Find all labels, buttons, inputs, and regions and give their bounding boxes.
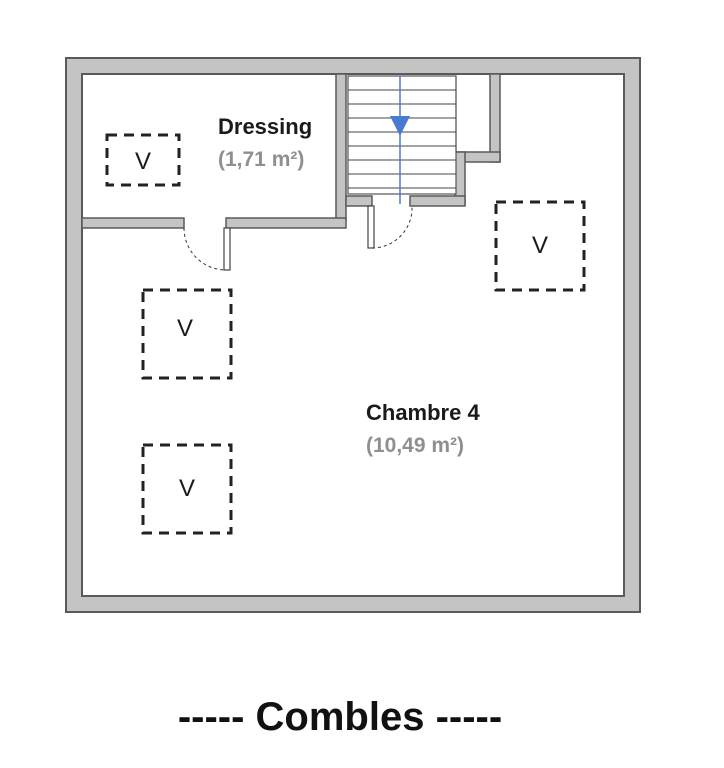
velux-label: V — [532, 232, 548, 259]
outer-wall — [65, 57, 641, 613]
room-name-dressing: Dressing — [218, 114, 312, 139]
velux-window-1: V — [105, 133, 181, 187]
velux-window-3: V — [141, 288, 233, 380]
room-name-chambre-4: Chambre 4 — [366, 400, 480, 425]
stair-walls — [345, 73, 501, 207]
velux-label: V — [135, 148, 151, 175]
velux-label: V — [179, 475, 195, 502]
dressing-walls — [81, 73, 347, 229]
floor-title: ----- Combles ----- — [178, 695, 502, 739]
staircase — [347, 75, 457, 204]
stair-arrow-icon — [390, 116, 410, 136]
stair-door — [367, 205, 413, 249]
velux-window-2: V — [494, 200, 586, 292]
room-area-dressing: (1,71 m²) — [218, 148, 304, 171]
velux-label: V — [177, 315, 193, 342]
dressing-door — [183, 227, 231, 271]
room-area-chambre-4: (10,49 m²) — [366, 434, 464, 457]
velux-window-4: V — [141, 443, 233, 535]
